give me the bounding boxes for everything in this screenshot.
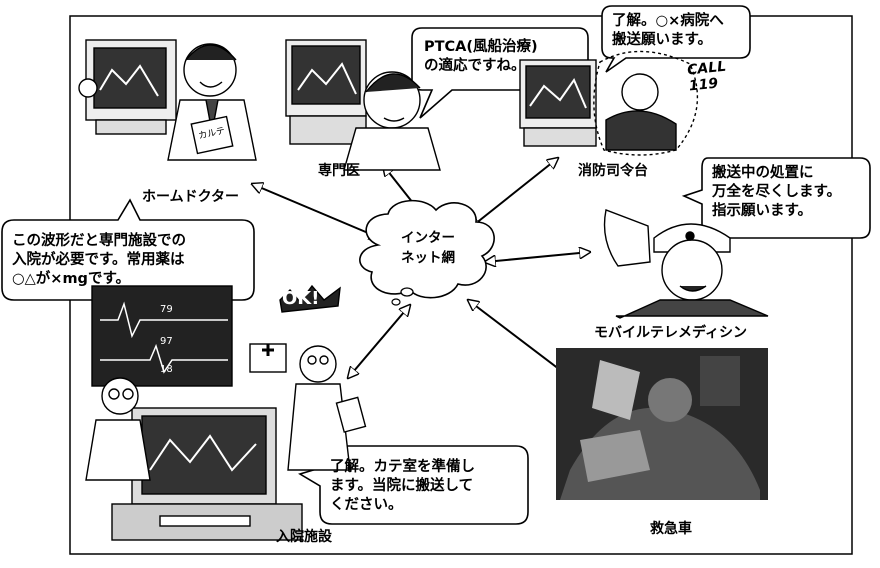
arrow-home-doctor <box>252 184 380 238</box>
label-hospital: 入院施設 <box>276 529 332 545</box>
specialist-illustration <box>285 39 441 171</box>
arrow-hospital <box>348 305 410 378</box>
mobile-illustration <box>603 209 769 319</box>
label-ambulance: 救急車 <box>650 521 692 537</box>
bubble-hospital-text: 了解。カテ室を準備し ます。当院に搬送して ください。 <box>330 459 475 513</box>
arrow-fire-command <box>470 158 558 228</box>
label-mobile-telemedicine: モバイルテレメディシン <box>594 325 748 341</box>
bubble-fire-shape <box>601 5 751 73</box>
hospital-illustration <box>85 284 367 541</box>
monitor-value-3: 18 <box>160 364 173 375</box>
label-home-doctor: ホームドクター <box>142 189 240 205</box>
home-doctor-illustration <box>78 39 257 161</box>
ambulance-photo <box>556 348 768 500</box>
network-cloud <box>359 199 495 299</box>
bubble-specialist-shape <box>411 27 589 119</box>
label-fire-command: 消防司令台 <box>578 163 648 179</box>
bubble-mobile-text: 搬送中の処置に 万全を尽くします。 指示願います。 <box>712 165 842 219</box>
bubble-fire-command-text: 了解。○×病院へ 搬送願います。 <box>612 13 724 48</box>
monitor-value-1: 79 <box>160 304 173 315</box>
network-label: インター ネット網 <box>401 230 455 266</box>
ok-exclaim: OK! <box>282 288 320 309</box>
bubble-home-doctor-shape <box>1 198 255 301</box>
label-specialist: 専門医 <box>318 163 360 179</box>
monitor-value-2: 97 <box>160 336 173 347</box>
bubble-home-doctor-text: この波形だと専門施設での 入院が必要です。常用薬は ○△が×mgです。 <box>12 233 186 287</box>
call-119-sign: CALL 119 <box>686 58 727 95</box>
arrow-mobile <box>485 252 590 262</box>
fire-command-illustration <box>519 50 699 156</box>
bubble-specialist-text: PTCA(風船治療) の適応ですね。 <box>424 39 538 74</box>
